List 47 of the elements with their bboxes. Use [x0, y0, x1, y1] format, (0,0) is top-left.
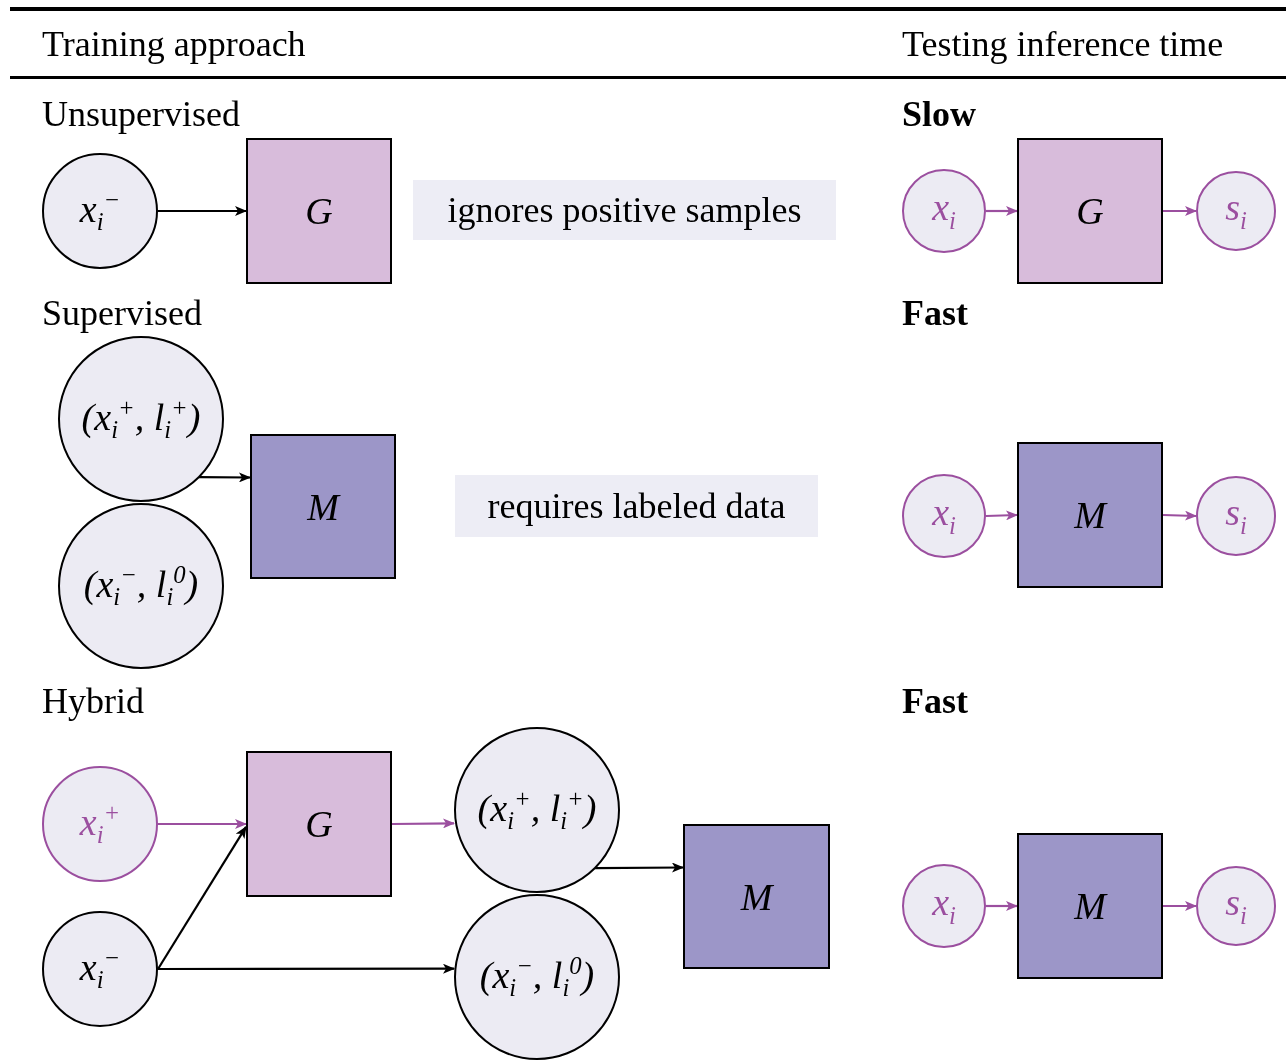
- arrow: [158, 963, 455, 974]
- arrow: [985, 510, 1018, 521]
- math-label: s$_{i}$: [1225, 188, 1247, 234]
- process-box: [1017, 442, 1163, 588]
- math-label: (x$_{i}$$^{+}$, l$_{i}$$^{+}$): [81, 395, 201, 443]
- note-text: requires labeled data: [487, 488, 786, 524]
- math-label: s$_{i}$: [1225, 493, 1247, 539]
- section-label: Slow: [902, 96, 977, 132]
- arrow: [1163, 206, 1197, 216]
- process-box: [246, 138, 392, 284]
- math-label: G: [1076, 192, 1104, 230]
- math-label: G: [305, 805, 333, 843]
- math-label: G: [305, 192, 333, 230]
- section-label: Fast: [902, 683, 968, 719]
- process-box: [1017, 138, 1163, 284]
- arrow: [157, 826, 247, 970]
- arrow: [1163, 901, 1197, 911]
- arrow: [199, 472, 251, 483]
- arrow: [392, 818, 455, 829]
- arrow: [158, 819, 247, 829]
- process-box: [683, 824, 830, 969]
- math-label: x$_{i}$: [932, 493, 956, 539]
- section-label: Fast: [902, 295, 968, 331]
- process-box: [246, 751, 392, 897]
- arrow: [986, 901, 1018, 911]
- arrow: [1162, 510, 1197, 521]
- arrow: [986, 206, 1018, 216]
- arrow: [595, 862, 684, 873]
- math-label: (x$_{i}$$^{+}$, l$_{i}$$^{+}$): [477, 786, 597, 834]
- process-box: [1017, 833, 1163, 979]
- process-box: [250, 434, 396, 579]
- arrow: [158, 206, 247, 216]
- section-label: Training approach: [42, 26, 306, 62]
- section-label: Supervised: [42, 295, 202, 331]
- math-label: s$_{i}$: [1225, 883, 1247, 929]
- math-label: x$_{i}$: [932, 188, 956, 234]
- section-label: Unsupervised: [42, 96, 240, 132]
- section-label: Hybrid: [42, 683, 144, 719]
- math-label: (x$_{i}$$^{−}$, l$_{i}$$^{0}$): [479, 953, 595, 1001]
- math-label: M: [1074, 887, 1106, 925]
- math-label: M: [740, 877, 773, 916]
- math-label: M: [1074, 496, 1106, 534]
- math-label: (x$_{i}$$^{−}$, l$_{i}$$^{0}$): [83, 562, 199, 610]
- math-label: M: [307, 487, 339, 526]
- section-label: Testing inference time: [902, 26, 1224, 62]
- math-label: x$_{i}$: [932, 883, 956, 929]
- note-text: ignores positive samples: [447, 192, 802, 228]
